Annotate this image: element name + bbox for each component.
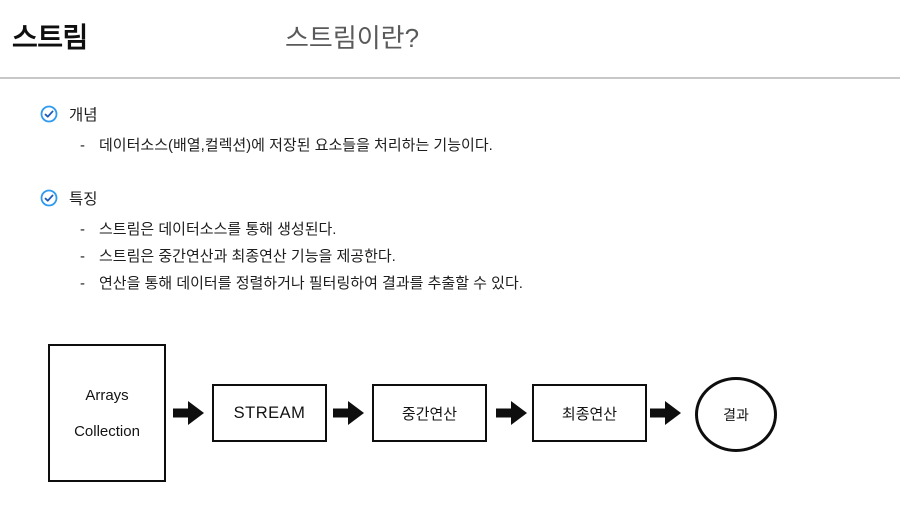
page-title: 스트림 (12, 22, 88, 53)
list-item: - 데이터소스(배열,컬렉션)에 저장된 요소들을 처리하는 기능이다. (80, 138, 493, 153)
bullet-dash: - (80, 137, 85, 154)
header-divider (0, 77, 900, 79)
diagram-node-terminal-op: 최종연산 (532, 384, 647, 442)
node-label: 결과 (723, 406, 749, 423)
list-item: - 스트림은 데이터소스를 통해 생성된다. (80, 222, 523, 237)
bullet-list: - 스트림은 데이터소스를 통해 생성된다. - 스트림은 중간연산과 최종연산… (80, 222, 523, 291)
diagram-node-result: 결과 (695, 377, 777, 452)
list-item: - 스트림은 중간연산과 최종연산 기능을 제공한다. (80, 249, 523, 264)
section-features: 특징 - 스트림은 데이터소스를 통해 생성된다. - 스트림은 중간연산과 최… (40, 187, 523, 291)
diagram-node-stream: STREAM (212, 384, 327, 442)
bullet-text: 데이터소스(배열,컬렉션)에 저장된 요소들을 처리하는 기능이다. (99, 137, 493, 154)
section-heading: 개념 (69, 107, 98, 124)
arrow-right-icon (173, 401, 204, 425)
node-label: STREAM (233, 403, 306, 422)
diagram-node-intermediate-op: 중간연산 (372, 384, 487, 442)
section-heading-row: 개념 (40, 103, 493, 125)
check-circle-icon (40, 189, 58, 207)
page-subtitle: 스트림이란? (285, 23, 420, 53)
section-heading: 특징 (69, 191, 98, 208)
diagram-node-source: Arrays Collection (48, 344, 166, 482)
bullet-dash: - (80, 275, 85, 292)
node-label: Arrays (85, 386, 129, 404)
arrow-right-icon (333, 401, 364, 425)
bullet-dash: - (80, 248, 85, 265)
bullet-list: - 데이터소스(배열,컬렉션)에 저장된 요소들을 처리하는 기능이다. (80, 138, 493, 153)
bullet-text: 스트림은 중간연산과 최종연산 기능을 제공한다. (99, 248, 396, 265)
bullet-text: 연산을 통해 데이터를 정렬하거나 필터링하여 결과를 추출할 수 있다. (99, 275, 523, 292)
section-concept: 개념 - 데이터소스(배열,컬렉션)에 저장된 요소들을 처리하는 기능이다. (40, 103, 493, 153)
check-circle-icon (40, 105, 58, 123)
bullet-dash: - (80, 221, 85, 238)
bullet-text: 스트림은 데이터소스를 통해 생성된다. (99, 221, 337, 238)
arrow-right-icon (496, 401, 527, 425)
arrow-right-icon (650, 401, 681, 425)
list-item: - 연산을 통해 데이터를 정렬하거나 필터링하여 결과를 추출할 수 있다. (80, 276, 523, 291)
node-label: 최종연산 (561, 405, 618, 423)
node-label: 중간연산 (401, 405, 458, 423)
node-label: Collection (74, 422, 140, 440)
section-heading-row: 특징 (40, 187, 523, 209)
